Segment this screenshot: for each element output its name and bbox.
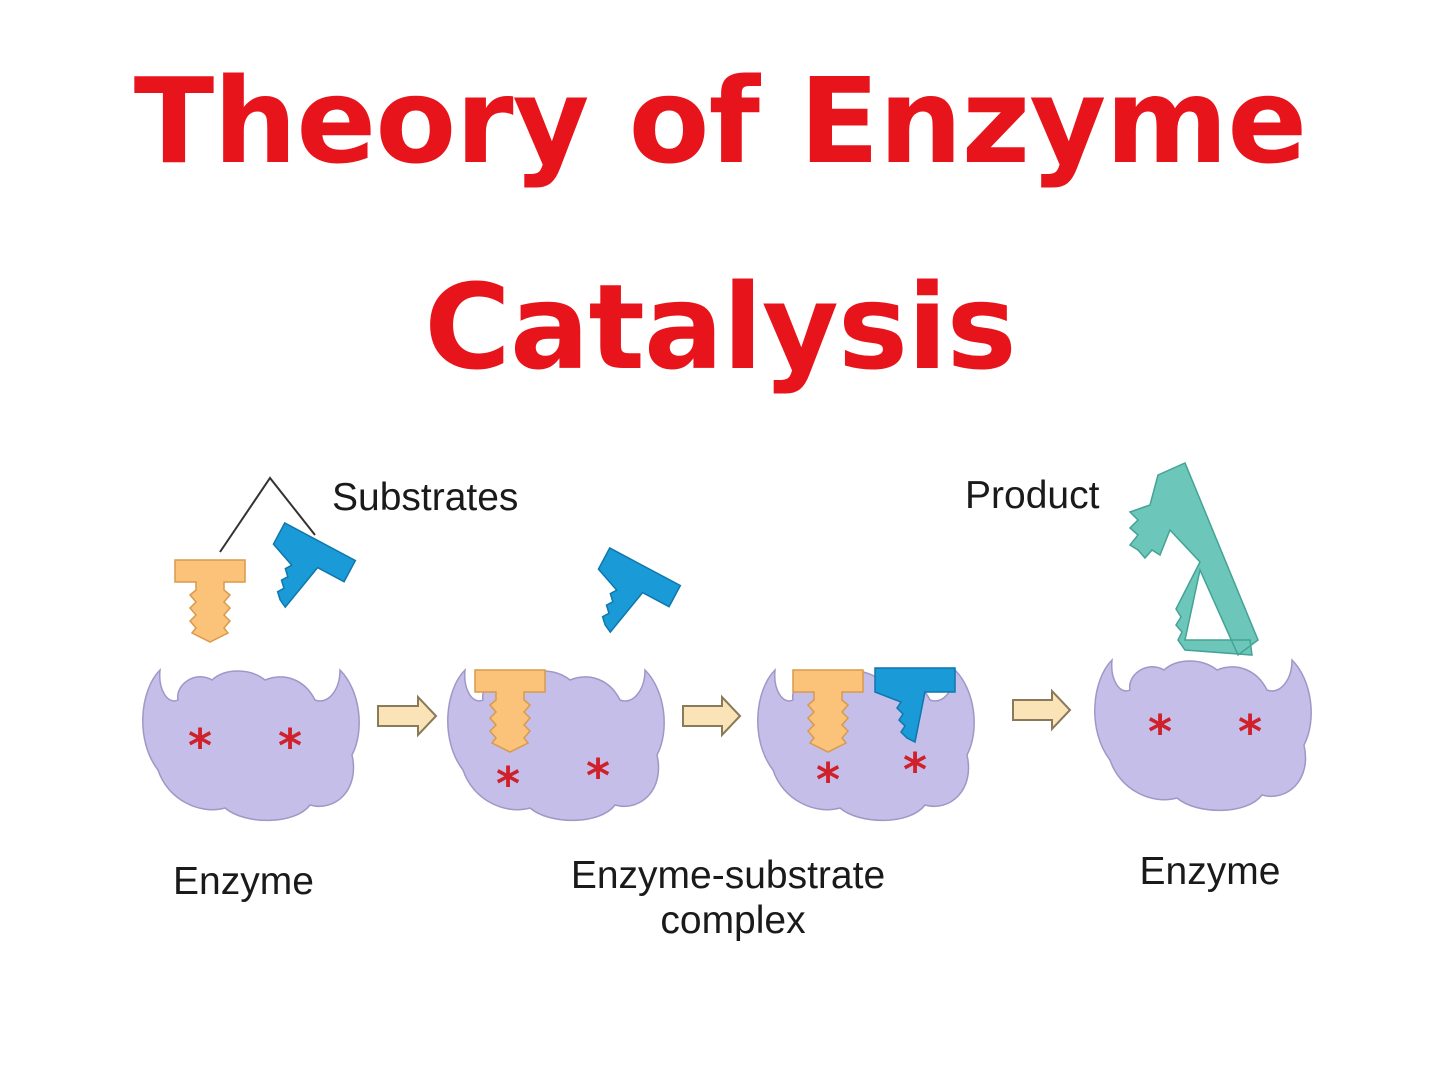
product-shape: [1128, 462, 1259, 657]
active-site-marker: *: [278, 719, 302, 773]
substrate-wedge-shape: [574, 547, 682, 652]
label-enzyme-left: Enzyme: [173, 860, 314, 903]
label-product: Product: [965, 474, 1100, 517]
enzyme-shape: [1094, 659, 1312, 812]
active-site-marker: *: [1238, 705, 1262, 759]
right-arrow-icon: [377, 694, 438, 738]
title-line-2: Catalysis: [424, 258, 1017, 396]
label-substrates: Substrates: [332, 476, 518, 519]
active-site-marker: *: [903, 743, 927, 797]
label-complex-line-2: complex: [660, 899, 806, 942]
right-arrow-icon: [1012, 688, 1072, 732]
active-site-marker: *: [496, 757, 520, 811]
active-site-marker: *: [586, 749, 610, 803]
substrate-t-shape: [174, 559, 246, 643]
active-site-marker: *: [188, 719, 212, 773]
title-line-1: Theory of Enzyme: [133, 52, 1307, 190]
label-complex-line-1: Enzyme-substrate: [571, 854, 885, 897]
substrate-wedge-shape: [249, 522, 357, 627]
right-arrow-icon: [682, 694, 742, 738]
enzyme-shape: [142, 669, 360, 822]
active-site-marker: *: [1148, 705, 1172, 759]
label-enzyme-right: Enzyme: [1140, 850, 1281, 893]
active-site-marker: *: [816, 753, 840, 807]
substrates-bracket: [219, 476, 316, 553]
